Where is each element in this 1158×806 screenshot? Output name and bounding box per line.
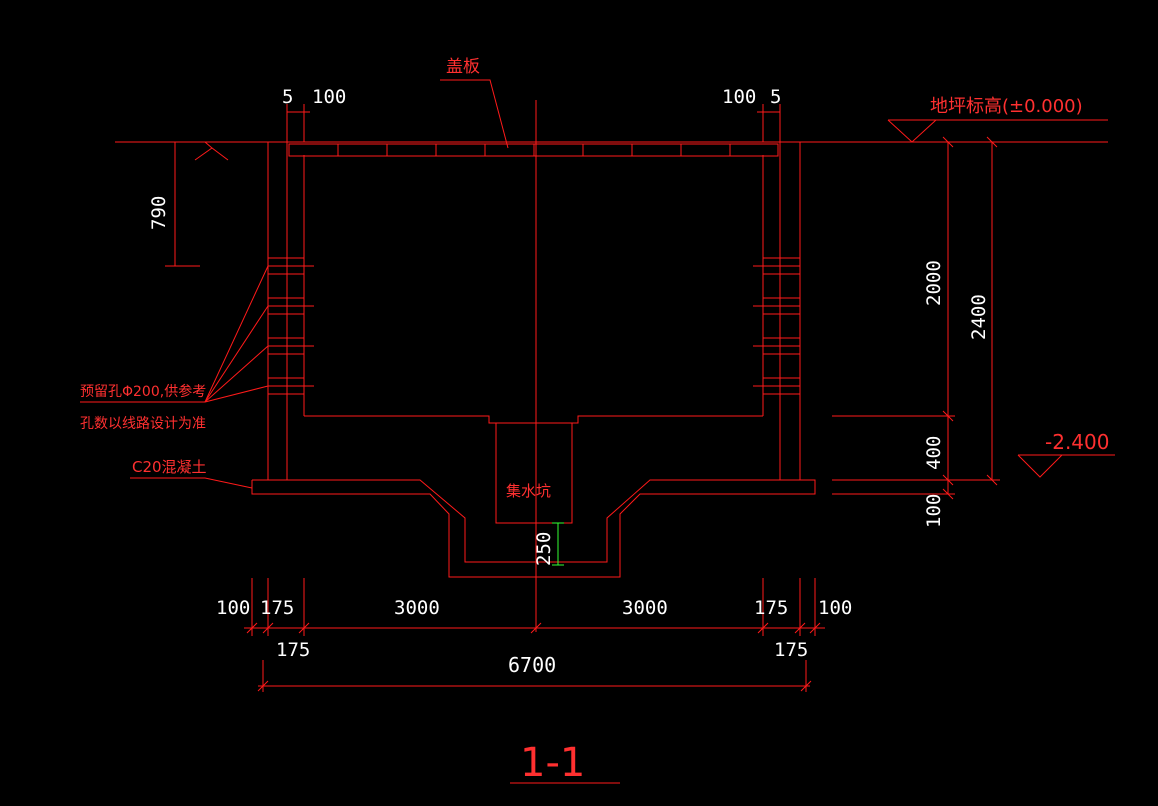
dim-right-100: 100 [923,494,945,528]
left-pipe-holes [267,257,314,395]
dim-bottom-3000-left: 3000 [394,597,440,619]
dim-top-right-100: 100 [722,86,756,108]
dim-overall-6700: 6700 [508,653,556,677]
dim-right-400: 400 [923,436,945,470]
dim-left-790: 790 [148,196,170,230]
dim-sump-250: 250 [533,532,555,566]
holes-note-line1: 预留孔Φ200,供参考 [80,383,206,400]
section-title: 1-1 [520,740,585,786]
ground-level-label: 地坪标高(±0.000) [930,96,1083,117]
base-slab [251,479,816,578]
concrete-leader [130,477,253,489]
dim-top-left-100: 100 [312,86,346,108]
cover-plate-joints [337,144,731,156]
dim-right-2000: 2000 [923,260,945,306]
holes-note-line2: 孔数以线路设计为准 [80,416,206,432]
holes-leader [80,265,269,403]
dim-bottom-100-right: 100 [818,597,852,619]
bottom-elevation-label: -2.400 [1045,430,1109,454]
dim-bottom-100-left: 100 [216,597,250,619]
sump-label: 集水坑 [506,482,551,500]
sump-depth-marker [552,522,564,566]
top-dims [286,104,781,142]
ground-level-triangle [887,119,937,143]
dim-bottom-3000-right: 3000 [622,597,668,619]
bottom-dims-row1 [244,578,825,636]
sump-pit [495,422,573,524]
right-vertical-dims [832,136,1000,500]
dim-bottom-175-left2: 175 [276,639,310,661]
dim-top-left-5: 5 [282,86,293,108]
drawing-geometry [80,79,1115,784]
bottom-level-triangle [1017,454,1063,478]
dim-right-2400: 2400 [968,294,990,340]
dim-bottom-175-left: 175 [260,597,294,619]
right-pipe-holes [753,257,801,395]
cover-leader [440,79,509,149]
cover-plate-label: 盖板 [446,57,480,77]
dim-bottom-175-right: 175 [754,597,788,619]
dim-bottom-175-right2: 175 [774,639,808,661]
soil-hatch-line [204,141,213,149]
dim-top-right-5: 5 [770,86,781,108]
concrete-label: C20混凝土 [132,458,207,476]
overall-dim [257,660,812,692]
soil-hatch [194,147,229,161]
inner-floor [304,415,763,424]
